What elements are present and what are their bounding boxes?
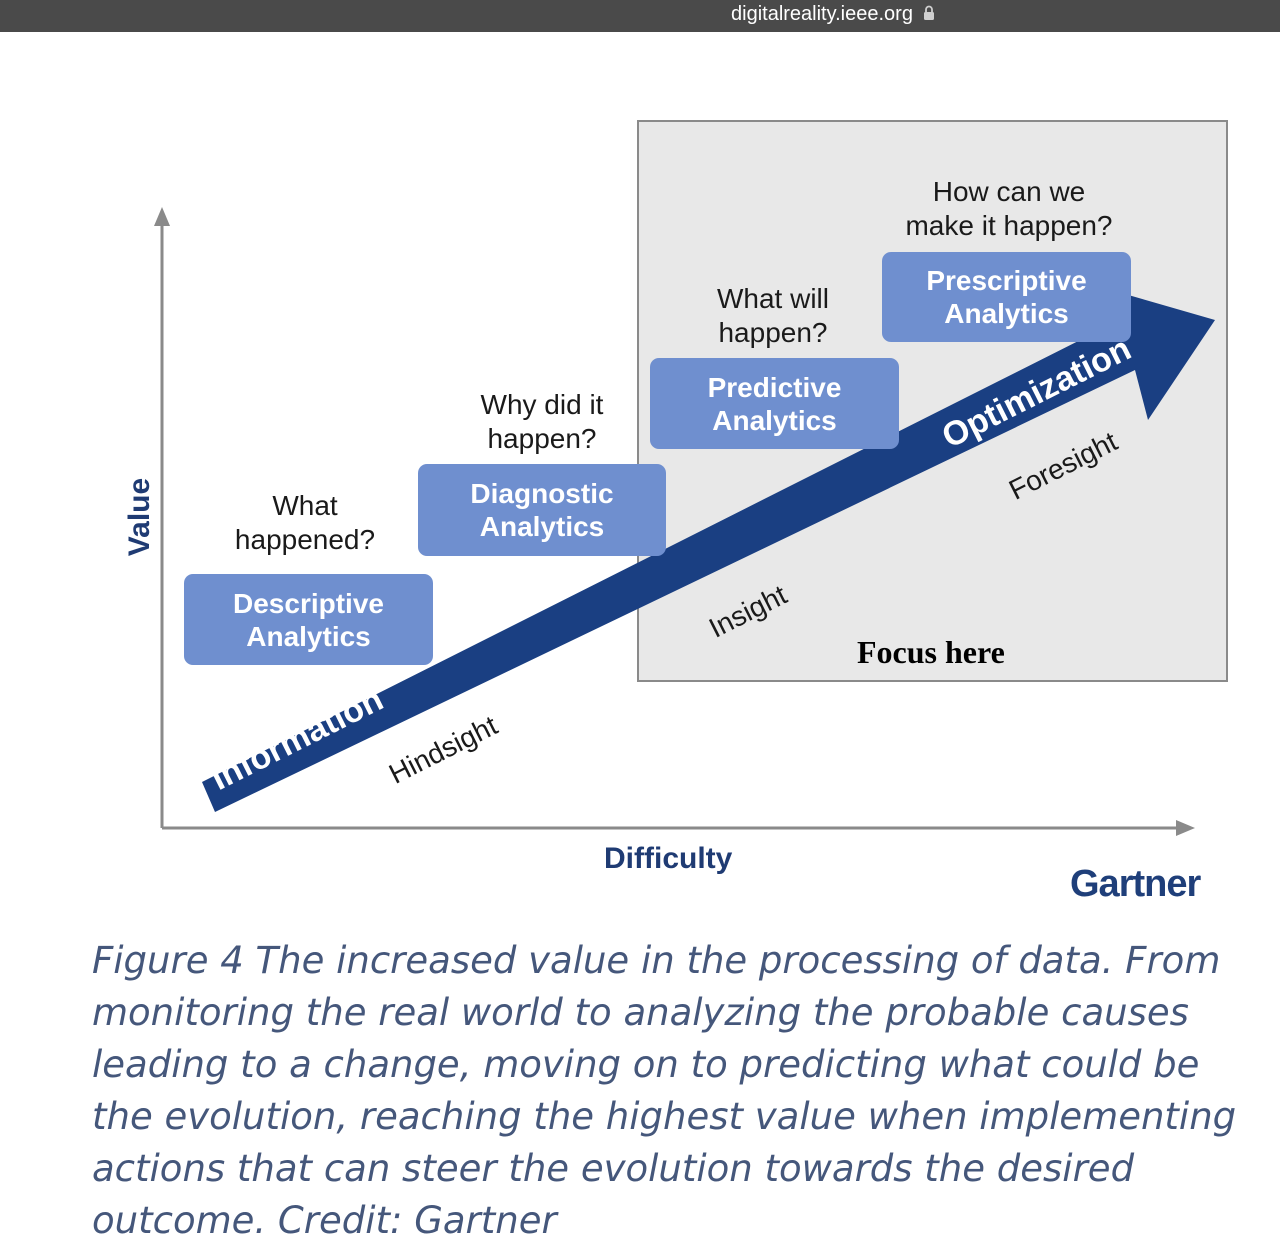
- focus-here-label: Focus here: [857, 634, 1005, 670]
- y-axis-label: Value: [123, 477, 156, 557]
- stage-label-line2: Analytics: [944, 298, 1069, 329]
- descriptive-analytics-box: Descriptive Analytics: [184, 574, 433, 665]
- diagnostic-question: Why did it happen?: [480, 389, 604, 454]
- url-text[interactable]: digitalreality.ieee.org: [731, 3, 913, 25]
- diagnostic-analytics-box: Diagnostic Analytics: [418, 464, 666, 556]
- prescriptive-analytics-box: Prescriptive Analytics: [882, 252, 1131, 342]
- progress-arrow: [202, 288, 1215, 812]
- browser-address-bar: digitalreality.ieee.org: [0, 0, 1280, 32]
- stage-label-line2: Analytics: [246, 620, 371, 652]
- prescriptive-question: How can we make it happen?: [905, 176, 1113, 241]
- gartner-logo: Gartner: [1070, 863, 1201, 905]
- x-axis-label: Difficulty: [604, 842, 733, 875]
- stage-label-line1: Predictive: [707, 371, 842, 403]
- y-axis-arrowhead: [154, 207, 170, 226]
- stage-label-line1: Prescriptive: [926, 265, 1087, 296]
- figure-caption: Figure 4 The increased value in the proc…: [92, 939, 1237, 1242]
- stage-label-line2: Analytics: [712, 404, 837, 436]
- diagram-canvas: [154, 207, 1215, 836]
- predictive-question: What will happen?: [716, 283, 829, 348]
- x-axis-arrowhead: [1176, 820, 1195, 836]
- lock-icon: [924, 5, 934, 20]
- predictive-analytics-box: Predictive Analytics: [650, 358, 899, 449]
- stage-label-line1: Diagnostic: [470, 478, 614, 509]
- stage-label-line2: Analytics: [479, 511, 605, 542]
- descriptive-question: What happened?: [234, 490, 376, 555]
- stage-label-line1: Descriptive: [233, 587, 384, 619]
